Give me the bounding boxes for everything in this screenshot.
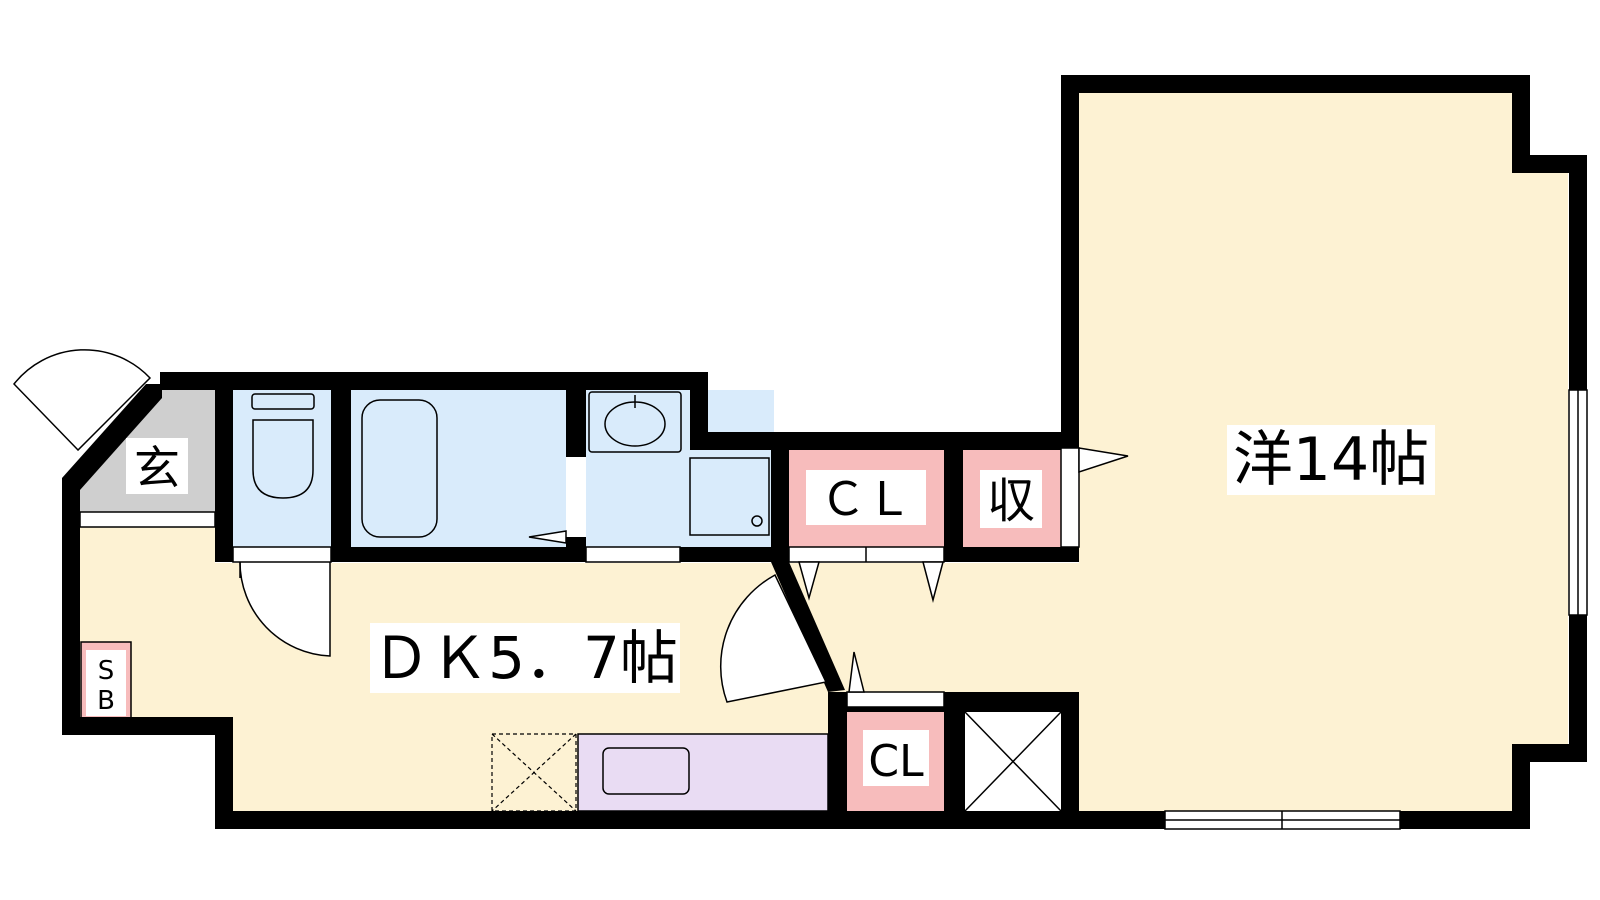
dining-kitchen-label: ＤＫ5．7帖 bbox=[372, 624, 678, 692]
toilet-tank bbox=[251, 393, 315, 410]
dk-door[interactable] bbox=[720, 573, 828, 703]
closet-small-label: CL bbox=[868, 736, 924, 787]
western-room-label: 洋14帖 bbox=[1233, 425, 1429, 495]
entrance-label: 玄 bbox=[134, 441, 180, 495]
storage-label-bg bbox=[980, 470, 1042, 528]
closet-main-label: ＣＬ bbox=[820, 472, 912, 526]
western-label-bg bbox=[1227, 425, 1435, 495]
closet-small-label-bg bbox=[863, 730, 929, 786]
entrance-label-bg bbox=[126, 438, 188, 494]
toilet-bowl bbox=[252, 419, 314, 499]
bath-floor bbox=[351, 390, 566, 547]
shoe-box-label-bottom: B bbox=[97, 686, 115, 716]
kitchen-sink bbox=[602, 747, 690, 795]
bathtub bbox=[361, 399, 438, 538]
shoe-box-label-bg bbox=[86, 650, 126, 716]
doors bbox=[13, 349, 1129, 708]
kitchen-counter bbox=[577, 733, 829, 812]
shaft-cross bbox=[964, 711, 1062, 812]
dk-label-bg bbox=[370, 623, 680, 693]
room-labels: 洋14帖 ＤＫ5．7帖 ＣＬ 収 CL 玄 S B bbox=[86, 425, 1435, 787]
toilet-door[interactable] bbox=[239, 561, 331, 657]
drain-icon bbox=[751, 515, 763, 527]
washing-machine-pan bbox=[689, 457, 770, 536]
storage-label: 収 bbox=[987, 473, 1035, 529]
walls bbox=[62, 75, 1587, 829]
windows bbox=[1164, 389, 1588, 830]
toilet-floor bbox=[233, 390, 331, 547]
shoe-box-label-top: S bbox=[98, 656, 115, 686]
closet-main-label-bg bbox=[806, 470, 926, 525]
entrance-door[interactable] bbox=[13, 349, 152, 452]
fixtures bbox=[251, 391, 1062, 812]
washbasin-counter bbox=[588, 391, 682, 453]
washroom-floor bbox=[586, 390, 774, 547]
folding-door-marks bbox=[79, 447, 1129, 708]
